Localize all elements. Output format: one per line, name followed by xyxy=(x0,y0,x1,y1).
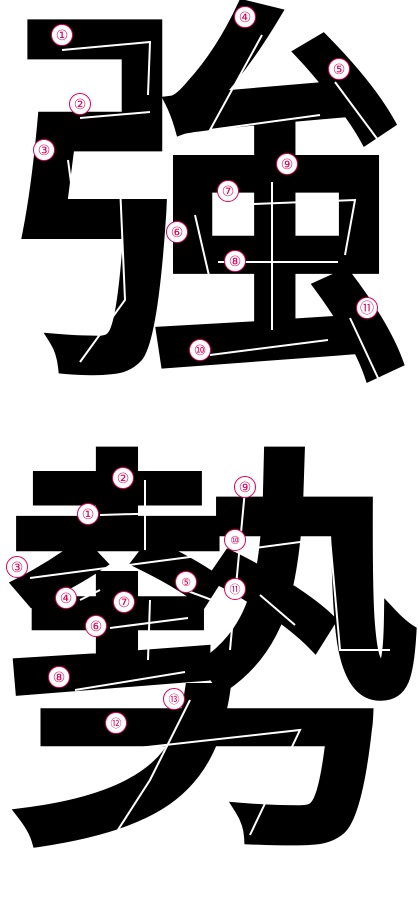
stroke-number-2: ② xyxy=(112,467,134,489)
stroke-number-3: ③ xyxy=(6,556,28,578)
stroke-arrow xyxy=(74,671,186,691)
stroke-arrow xyxy=(29,554,206,579)
stroke-number-9: ⑨ xyxy=(234,476,256,498)
stroke-number-9: ⑨ xyxy=(276,153,298,175)
stroke-number-4: ④ xyxy=(55,587,77,609)
stroke-arrow xyxy=(79,589,101,601)
stroke-arrow xyxy=(119,728,302,836)
stroke-arrow xyxy=(239,536,390,651)
stroke-number-2: ② xyxy=(69,93,91,115)
stroke-number-3: ③ xyxy=(33,139,55,161)
stroke-arrows-1 xyxy=(61,34,379,379)
stroke-number-11: ⑪ xyxy=(356,297,378,319)
stroke-arrow xyxy=(79,111,151,119)
stroke-number-4: ④ xyxy=(234,6,256,28)
stroke-arrow xyxy=(61,40,152,96)
stroke-arrows-2 xyxy=(29,480,390,851)
stroke-number-5: ⑤ xyxy=(328,58,350,80)
stroke-number-1: ① xyxy=(77,503,99,525)
stroke-order-page: 強 ① ② ③ ④ ⑤ ⑥ ⑦ ⑧ ⑨ ⑩ ⑪ xyxy=(0,0,420,887)
stroke-number-8: ⑧ xyxy=(48,666,70,688)
stroke-arrow xyxy=(227,198,357,256)
stroke-arrow xyxy=(209,339,329,356)
stroke-arrow xyxy=(334,81,379,141)
stroke-number-10: ⑩ xyxy=(189,339,211,361)
stroke-arrow xyxy=(194,214,211,281)
stroke-number-7: ⑦ xyxy=(217,180,239,202)
stroke-number-8: ⑧ xyxy=(224,250,246,272)
stroke-number-1: ① xyxy=(51,24,73,46)
stroke-arrow xyxy=(208,34,321,132)
character-block-1: 強 ① ② ③ ④ ⑤ ⑥ ⑦ ⑧ ⑨ ⑩ ⑪ xyxy=(0,0,420,420)
stroke-number-6: ⑥ xyxy=(166,221,188,243)
stroke-arrow xyxy=(229,489,246,651)
stroke-arrow xyxy=(99,511,201,516)
stroke-arrow xyxy=(67,159,127,363)
stroke-number-12: ⑫ xyxy=(105,712,127,734)
stroke-arrow xyxy=(104,699,191,851)
stroke-arrow xyxy=(349,317,379,379)
stroke-number-11: ⑪ xyxy=(224,578,246,600)
stroke-number-10: ⑩ xyxy=(224,529,246,551)
character-glyph-2: 勢 xyxy=(0,413,420,906)
stroke-number-13: ⑬ xyxy=(163,688,185,710)
stroke-arrow xyxy=(147,599,151,661)
stroke-number-6: ⑥ xyxy=(85,615,107,637)
stroke-arrow xyxy=(259,594,296,626)
stroke-number-5: ⑤ xyxy=(175,571,197,593)
stroke-number-7: ⑦ xyxy=(113,591,135,613)
character-block-2: 勢 ① ② ③ ④ ⑤ ⑥ ⑦ ⑧ ⑨ xyxy=(0,450,420,887)
